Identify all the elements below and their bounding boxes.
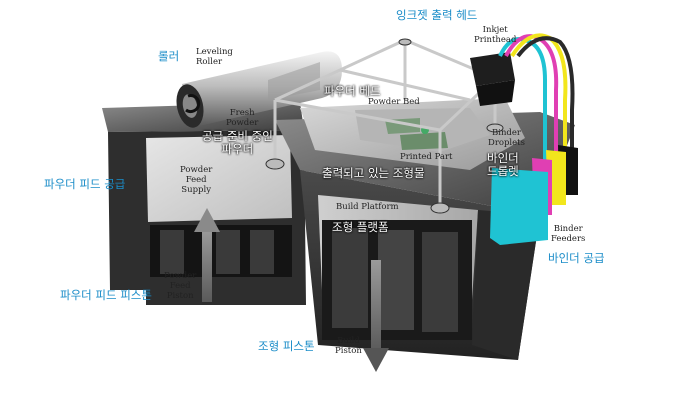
label-binder-droplets-en: Binder Droplets — [488, 128, 525, 148]
label-build-piston-ko: 조형 피스톤 — [258, 339, 315, 353]
label-powder-feed-piston-en: Powder Feed Piston — [164, 271, 197, 301]
printhead-shape — [470, 33, 575, 175]
gantry-feet — [265, 38, 504, 214]
label-powder-bed-en: Powder Bed — [368, 97, 420, 107]
label-inkjet-printhead-en: Inkjet Printhead — [474, 25, 517, 45]
label-printed-part-ko: 출력되고 있는 조형물 — [322, 166, 425, 180]
label-powder-feed-supply-en: Powder Feed Supply — [180, 165, 213, 195]
label-binder-feeders-ko: 바인더 공급 — [548, 251, 605, 265]
label-leveling-roller-en: Leveling Roller — [196, 47, 233, 67]
binder-feeder-cartridges — [490, 145, 578, 245]
leveling-roller-shape — [176, 51, 342, 129]
build-piston-arrow — [363, 260, 389, 372]
label-powder-feed-piston-ko: 파우더 피드 피스톤 — [60, 288, 152, 302]
label-roller-ko: 롤러 — [158, 49, 180, 63]
powder-feed-piston-arrow — [194, 208, 220, 302]
label-binder-droplets-ko: 바인더 드롭렛 — [487, 151, 519, 178]
label-build-platform-en: Build Platform — [336, 202, 399, 212]
label-binder-feeders-en: Binder Feeders — [551, 224, 586, 244]
label-inkjet-printhead-ko: 잉크젯 출력 헤드 — [396, 8, 478, 22]
label-build-platform-ko: 조형 플랫폼 — [332, 220, 389, 234]
label-powder-feed-supply-ko: 파우더 피드 공급 — [44, 177, 126, 191]
label-fresh-powder-ko: 공급 준비 중인 파우더 — [202, 129, 273, 156]
label-build-piston-en: Build Piston — [335, 336, 362, 356]
label-powder-bed-ko: 파우더 베드 — [324, 84, 381, 98]
label-printed-part-en: Printed Part — [400, 152, 453, 162]
label-fresh-powder-en: Fresh Powder — [226, 108, 259, 128]
